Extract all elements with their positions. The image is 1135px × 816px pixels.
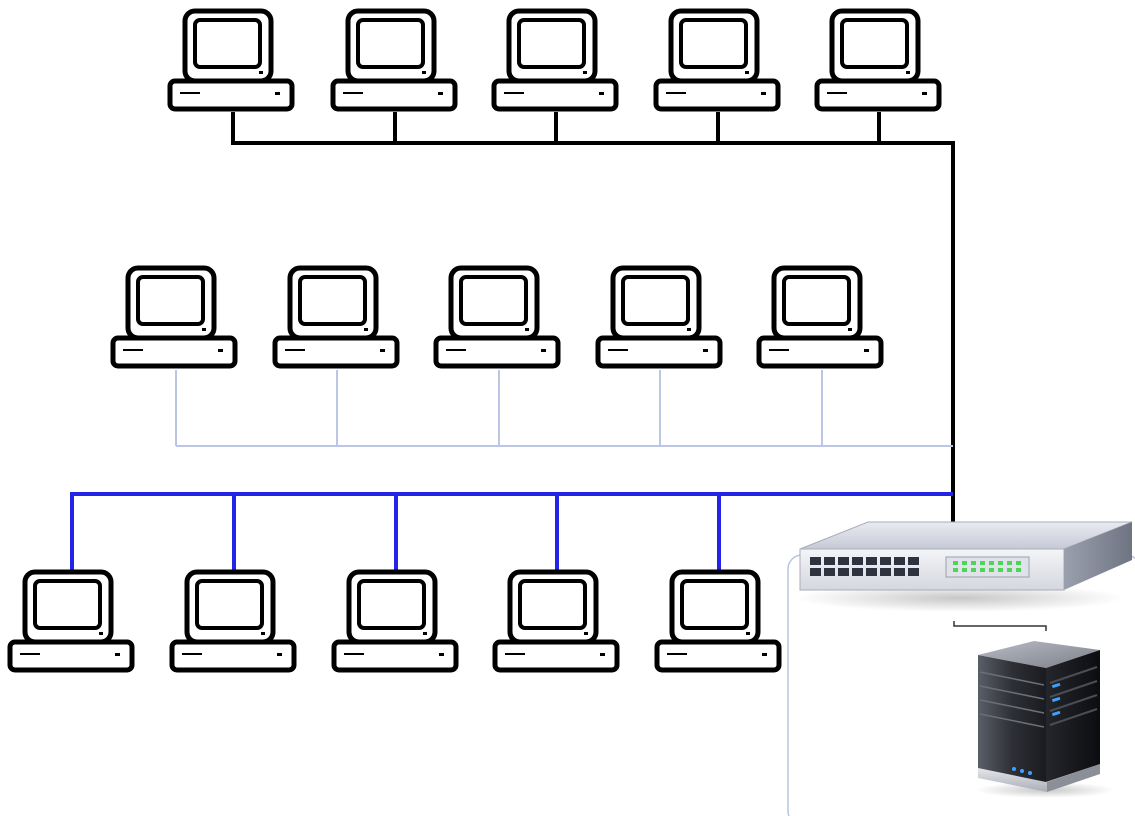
row-1-bus [231,112,955,526]
server-tower-icon [975,641,1115,798]
workstation-icon [113,268,235,366]
network-switch-icon [795,521,1133,612]
workstation-icon [275,268,397,366]
workstation-icon [10,572,132,670]
workstation-icon [495,572,617,670]
switch-server-link [953,621,1047,631]
workstation-icon [334,572,456,670]
workstation-icon [170,11,292,109]
row-2-workstations [113,268,881,366]
row-3-workstations [10,572,779,670]
workstation-icon [759,268,881,366]
workstation-icon [333,11,455,109]
workstation-icon [656,11,778,109]
workstation-icon [172,572,294,670]
workstation-icon [598,268,720,366]
row-3-bus [70,492,953,570]
row-1-workstations [170,11,939,109]
workstation-icon [436,268,558,366]
workstation-icon [494,11,616,109]
workstation-icon [657,572,779,670]
workstation-icon [817,11,939,109]
row-2-bus [175,370,953,447]
